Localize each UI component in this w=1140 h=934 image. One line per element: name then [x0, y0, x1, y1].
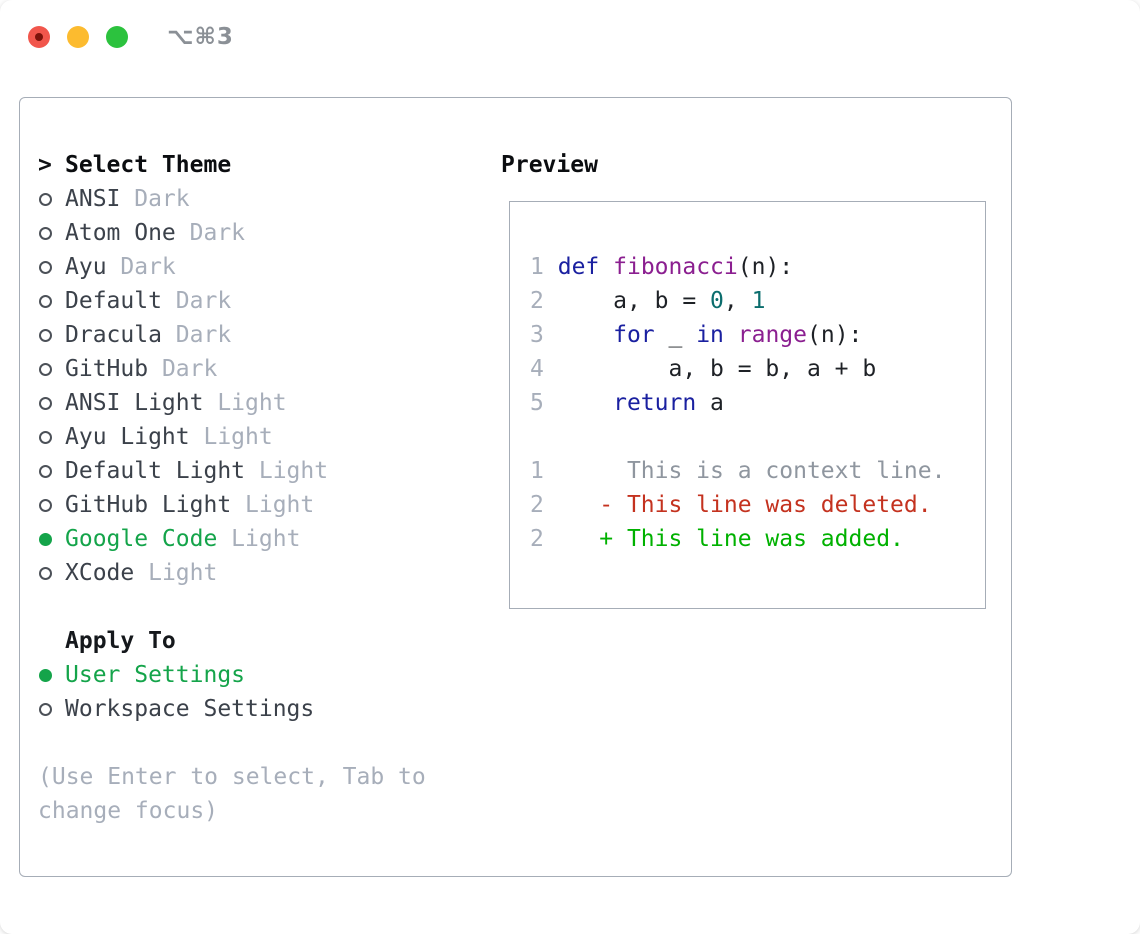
option-label: Google Code [65, 526, 218, 552]
theme-option[interactable]: Ayu Light Light [38, 420, 450, 454]
code-line: 2 a, b = 0, 1 [530, 288, 766, 314]
theme-option[interactable]: GitHub Light Light [38, 488, 450, 522]
theme-option[interactable]: ANSI Light Light [38, 386, 450, 420]
select-theme-header: > Select Theme [38, 148, 450, 182]
code-line: 4 a, b = b, a + b [530, 356, 877, 382]
option-label: Default Light [65, 458, 246, 484]
code-line: 2 + This line was added. [530, 526, 904, 552]
apply-to-title: Apply To [65, 628, 176, 654]
theme-option[interactable]: Default Light Light [38, 454, 450, 488]
radio-icon [38, 454, 65, 488]
radio-icon [38, 182, 65, 216]
apply-to-indent [38, 624, 65, 658]
radio-icon [38, 318, 65, 352]
code-line: 3 for _ in range(n): [530, 322, 863, 348]
theme-option[interactable]: Default Dark [38, 284, 450, 318]
theme-option[interactable]: XCode Light [38, 556, 450, 590]
radio-icon [38, 216, 65, 250]
option-variant-label: Light [134, 560, 218, 586]
minimize-button[interactable] [67, 26, 89, 48]
radio-icon [38, 420, 65, 454]
select-theme-title: Select Theme [65, 152, 232, 178]
option-label: ANSI Light [65, 390, 204, 416]
option-variant-label: Dark [106, 254, 176, 280]
radio-icon [38, 250, 65, 284]
radio-selected-icon [38, 658, 65, 692]
help-text: (Use Enter to select, Tab to change focu… [38, 764, 426, 824]
maximize-button[interactable] [106, 26, 128, 48]
option-variant-label: Dark [120, 186, 190, 212]
option-label: GitHub [65, 356, 149, 382]
theme-option[interactable]: Ayu Dark [38, 250, 450, 284]
theme-option[interactable]: Dracula Dark [38, 318, 450, 352]
option-variant-label: Dark [161, 322, 232, 348]
close-button[interactable] [28, 26, 50, 48]
focus-prompt-icon: > [38, 152, 52, 178]
option-variant-label: Light [217, 526, 301, 552]
option-label: Ayu [65, 254, 107, 280]
theme-option[interactable]: GitHub Dark [38, 352, 450, 386]
preview-title: Preview [501, 152, 598, 178]
theme-option[interactable]: Google Code Light [38, 522, 450, 556]
code-line: 5 return a [530, 390, 724, 416]
radio-icon [38, 284, 65, 318]
theme-option[interactable]: ANSI Dark [38, 182, 450, 216]
option-label: Ayu Light [65, 424, 190, 450]
code-line: 1 This is a context line. [530, 458, 946, 484]
code-line [530, 420, 985, 454]
radio-icon [38, 556, 65, 590]
option-variant-label: Light [203, 390, 287, 416]
option-variant-label: Dark [161, 288, 232, 314]
option-label: Workspace Settings [65, 696, 315, 722]
option-label: User Settings [65, 662, 246, 688]
option-label: Dracula [65, 322, 162, 348]
radio-icon [38, 488, 65, 522]
window-title: ⌥⌘3 [167, 24, 234, 50]
apply-option[interactable]: User Settings [38, 658, 450, 692]
option-label: Default [65, 288, 162, 314]
option-label: GitHub Light [65, 492, 232, 518]
theme-option[interactable]: Atom One Dark [38, 216, 450, 250]
option-variant-label: Light [231, 492, 315, 518]
code-preview: 1 def fibonacci(n): 2 a, b = 0, 1 3 for _ … [510, 202, 985, 556]
apply-to-header: Apply To [38, 624, 450, 658]
option-variant-label: Light [245, 458, 329, 484]
close-dot-icon [35, 33, 43, 41]
preview-box: 1 def fibonacci(n): 2 a, b = 0, 1 3 for _ … [509, 201, 986, 609]
option-variant-label: Dark [175, 220, 246, 246]
radio-selected-icon [38, 522, 65, 556]
radio-icon [38, 386, 65, 420]
apply-option[interactable]: Workspace Settings [38, 692, 450, 726]
option-variant-label: Light [189, 424, 273, 450]
radio-icon [38, 692, 65, 726]
radio-icon [38, 352, 65, 386]
option-label: ANSI [65, 186, 121, 212]
option-label: XCode [65, 560, 135, 586]
code-line: 1 def fibonacci(n): [530, 254, 794, 280]
option-label: Atom One [65, 220, 176, 246]
option-variant-label: Dark [148, 356, 218, 382]
code-line: 2 - This line was deleted. [530, 492, 932, 518]
